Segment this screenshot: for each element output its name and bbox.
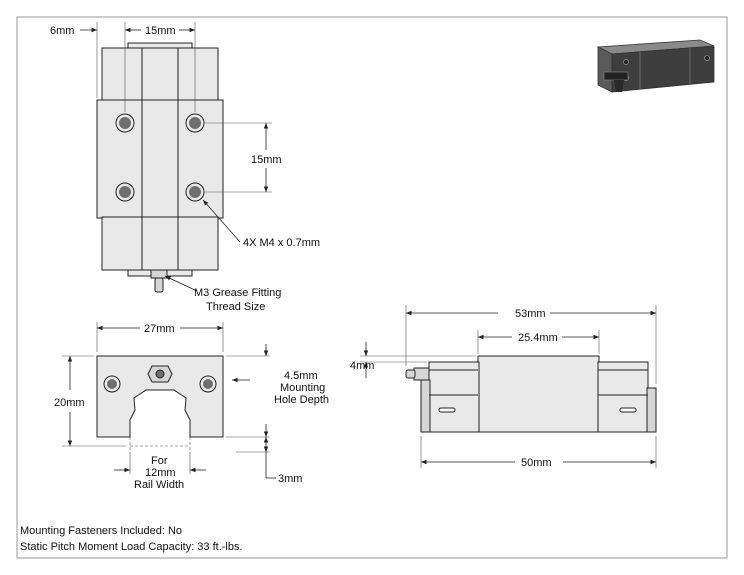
hole-depth-line2: Mounting [280,382,325,394]
dim-50mm-label: 50mm [521,457,552,469]
side-view-wiper-right [646,387,657,433]
hole-callout-label: 4X M4 x 0.7mm [243,237,320,249]
dim-15mm-top-label: 15mm [145,25,176,37]
grease-fitting-base [150,269,168,279]
hole-depth-line1: 4.5mm [284,370,318,382]
dim-3mm-label: 3mm [278,473,302,485]
dim-hole-spacing-label: 15mm [251,154,282,166]
side-view-block-body [477,355,600,433]
end-view-hole-right [199,375,217,393]
mounting-hole [115,113,135,133]
note-fasteners: Mounting Fasteners Included: No [20,525,183,537]
end-view-hole-left [103,375,121,393]
side-view-end-seal-right [597,361,649,433]
top-view-end-seal-top [101,47,219,102]
drawing-border [16,16,728,559]
isometric-preview [596,39,715,93]
dim-4mm-label: 4mm [350,360,374,372]
dim-25-4mm-label: 25.4mm [518,332,558,344]
rail-line1: For [151,455,168,467]
mounting-hole [185,182,205,202]
top-view-block-body [96,99,224,219]
grease-callout-line1: M3 Grease Fitting [194,287,281,299]
grease-fitting-nipple [154,277,164,293]
grease-callout-line2: Thread Size [206,301,265,313]
dim-20mm-label: 20mm [54,397,85,409]
mounting-hole [115,182,135,202]
side-view: 53mm 25.4mm 4mm 50mm [350,305,657,469]
side-view-grease-fitting [413,367,430,381]
rail-line2: 12mm [145,467,176,479]
top-view-end-seal-bottom [101,216,219,271]
end-view: 27mm 20mm 4.5mm Mounting Hole Depth For … [54,322,329,491]
dim-27mm-label: 27mm [144,323,175,335]
dim-53mm-label: 53mm [515,308,546,320]
mounting-hole [185,113,205,133]
rail-line3: Rail Width [134,479,184,491]
hole-depth-line3: Hole Depth [274,394,329,406]
top-view: 6mm 15mm 15mm 4X M4 x 0.7mm M3 Grease Fi… [50,22,320,313]
side-view-wiper-left [420,379,431,433]
side-view-end-seal-left [428,361,480,433]
note-moment-load: Static Pitch Moment Load Capacity: 33 ft… [20,541,243,553]
dim-6mm-label: 6mm [50,25,74,37]
notes-block: Mounting Fasteners Included: No Static P… [20,523,243,555]
end-view-block-profile [96,355,224,438]
